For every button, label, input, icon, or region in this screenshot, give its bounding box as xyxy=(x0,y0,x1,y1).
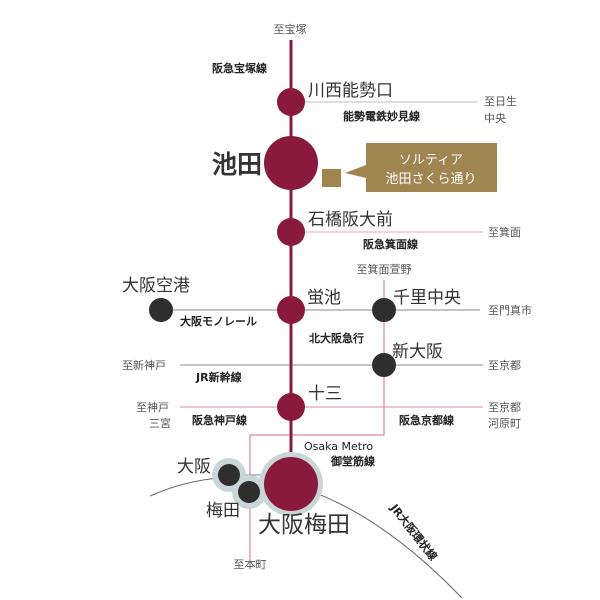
line-monorail: 大阪モノレール xyxy=(180,314,257,328)
station-kawanishi[interactable] xyxy=(277,88,305,116)
station-ikeda[interactable] xyxy=(264,136,318,190)
label-ishibashi: 石橋阪大前 xyxy=(308,210,393,230)
station-hotarugaike[interactable] xyxy=(277,296,305,324)
dest-takarazuka: 至宝塚 xyxy=(274,22,307,36)
property-marker xyxy=(322,169,341,187)
dest-kobe-1: 至神戸 xyxy=(136,400,169,414)
property-name-1: ソルティア xyxy=(399,153,463,168)
label-umeda: 梅田 xyxy=(206,501,240,521)
dest-kyoto: 至京都 xyxy=(488,358,521,372)
line-nose: 能勢電鉄妙見線 xyxy=(343,109,420,123)
line-kobe: 阪急神戸線 xyxy=(192,413,247,427)
label-shinosaka: 新大阪 xyxy=(392,342,443,362)
station-juso[interactable] xyxy=(277,393,305,421)
line-takarazuka: 阪急宝塚線 xyxy=(212,61,267,75)
station-airport[interactable] xyxy=(149,298,173,322)
property-callout[interactable] xyxy=(345,143,497,192)
dest-minoh-kayano: 至箕面萱野 xyxy=(357,262,412,276)
line-kyoto: 阪急京都線 xyxy=(399,413,454,427)
station-shinosaka[interactable] xyxy=(372,353,396,377)
dest-kawaramachi-2: 河原町 xyxy=(488,417,521,430)
line-minoh: 阪急箕面線 xyxy=(363,237,418,251)
property-name-2: 池田さくら通り xyxy=(385,172,476,187)
dest-honmachi: 至本町 xyxy=(234,557,267,571)
label-osaka-umeda: 大阪梅田 xyxy=(258,512,350,538)
label-ikeda: 池田 xyxy=(212,150,262,179)
label-senri: 千里中央 xyxy=(393,288,461,308)
label-hotarugaike: 蛍池 xyxy=(307,288,341,308)
station-osaka[interactable] xyxy=(218,464,240,486)
line-loop: JR大阪環状線 xyxy=(387,500,440,563)
dest-kobe-2: 三宮 xyxy=(149,416,171,430)
station-umeda[interactable] xyxy=(238,481,260,503)
label-airport: 大阪空港 xyxy=(122,276,190,296)
dest-shinkobe: 至新神戸 xyxy=(122,358,166,372)
label-kawanishi: 川西能勢口 xyxy=(308,81,393,101)
label-juso: 十三 xyxy=(308,384,342,404)
station-osaka-umeda[interactable] xyxy=(264,457,318,511)
line-metro-1: Osaka Metro xyxy=(304,440,373,453)
label-osaka: 大阪 xyxy=(177,457,211,477)
dest-hinase-2: 中央 xyxy=(484,112,506,125)
dest-kadoma: 至門真市 xyxy=(488,303,532,317)
line-kitakyu: 北大阪急行 xyxy=(309,331,364,345)
dest-kawaramachi-1: 至京都 xyxy=(488,400,521,414)
dest-hinase-1: 至日生 xyxy=(484,94,517,108)
line-shinkansen: JR新幹線 xyxy=(195,370,242,384)
station-ishibashi[interactable] xyxy=(277,218,305,246)
line-metro-2: 御堂筋線 xyxy=(330,454,375,468)
station-senri[interactable] xyxy=(372,298,396,322)
dest-minoh: 至箕面 xyxy=(488,225,521,239)
